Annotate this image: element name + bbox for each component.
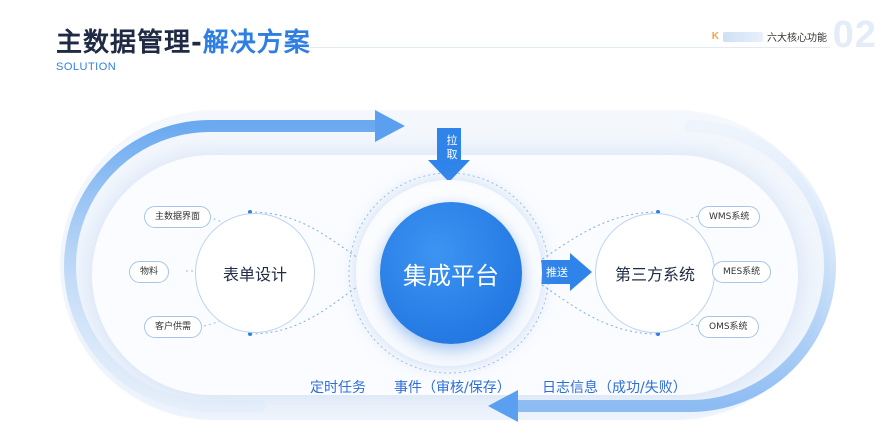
node-dot	[248, 332, 252, 336]
bottom-label-logs: 日志信息（成功/失败）	[542, 380, 687, 396]
page-title: 主数据管理-解决方案	[56, 22, 311, 59]
bottom-label-scheduled-task: 定时任务	[310, 380, 366, 396]
integration-platform-node: 集成平台	[380, 202, 522, 344]
tag-oms: OMS系统	[698, 316, 759, 338]
header-divider	[300, 47, 830, 48]
push-label: 推送	[546, 266, 568, 279]
node-dot	[656, 332, 660, 336]
title-block: 主数据管理-解决方案 SOLUTION	[56, 22, 311, 73]
pull-arrow	[428, 128, 470, 182]
push-arrow	[540, 253, 592, 291]
section-indicator: K 六大核心功能	[712, 29, 827, 44]
tag-customer-supply: 客户供需	[144, 316, 203, 338]
third-party-label: 第三方系统	[614, 265, 695, 284]
loop-arrowhead-bottom	[488, 390, 518, 422]
section-label: 六大核心功能	[767, 33, 827, 44]
bottom-label-events: 事件（审核/保存）	[394, 380, 511, 396]
tag-material: 物料	[129, 261, 170, 283]
loop-arc-right	[509, 120, 836, 412]
tag-mes: MES系统	[712, 261, 772, 283]
pull-label: 拉取	[446, 134, 458, 161]
brand-mark: K	[711, 31, 719, 42]
tag-master-data-ui: 主数据界面	[144, 206, 212, 228]
title-accent: 解决方案	[202, 28, 311, 58]
center-label: 集成平台	[403, 261, 499, 290]
page-subtitle: SOLUTION	[56, 61, 117, 73]
tag-wms: WMS系统	[698, 206, 761, 228]
third-party-node: 第三方系统	[595, 213, 715, 333]
form-design-label: 表单设计	[222, 265, 287, 284]
loop-arrowhead-top	[375, 110, 405, 142]
loop-arc-left	[64, 120, 386, 412]
redacted-text	[723, 31, 763, 42]
page-number: 02	[832, 14, 877, 56]
title-main: 主数据管理-	[56, 28, 203, 58]
form-design-node: 表单设计	[195, 213, 315, 333]
